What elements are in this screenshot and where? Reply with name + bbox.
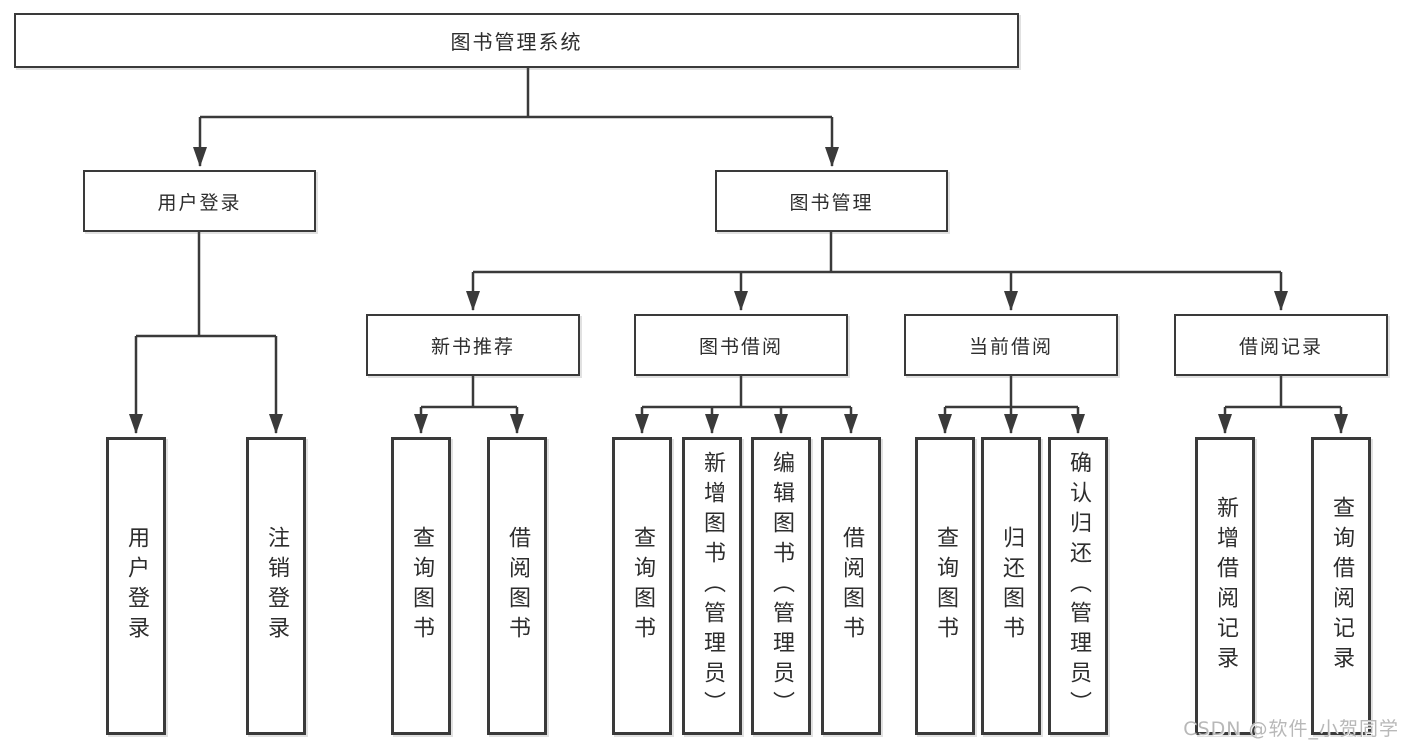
leaf-return-book: 归还图书 — [981, 437, 1041, 735]
leaf-logout: 注销登录 — [246, 437, 306, 735]
node-current-borrow: 当前借阅 — [904, 314, 1118, 376]
node-user-login: 用户登录 — [83, 170, 316, 232]
leaf-borrow-book: 借阅图书 — [821, 437, 881, 735]
leaf-user-login: 用户登录 — [106, 437, 166, 735]
leaf-confirm-return-admin: 确认归还（管理员） — [1048, 437, 1108, 735]
node-new-book-recommend: 新书推荐 — [366, 314, 580, 376]
leaf-add-borrow-record: 新增借阅记录 — [1195, 437, 1255, 735]
connector-group — [129, 68, 1348, 434]
leaf-recommend-query-book: 查询图书 — [391, 437, 451, 735]
node-book-management: 图书管理 — [715, 170, 948, 232]
node-borrow-record: 借阅记录 — [1174, 314, 1388, 376]
leaf-borrow-query-book: 查询图书 — [612, 437, 672, 735]
node-library-management-system: 图书管理系统 — [14, 13, 1019, 68]
leaf-add-book-admin: 新增图书（管理员） — [682, 437, 742, 735]
leaf-edit-book-admin: 编辑图书（管理员） — [751, 437, 811, 735]
leaf-recommend-borrow-book: 借阅图书 — [487, 437, 547, 735]
leaf-current-query-book: 查询图书 — [915, 437, 975, 735]
csdn-watermark: CSDN @软件_小贺同学 — [1183, 718, 1399, 740]
node-book-borrow: 图书借阅 — [634, 314, 848, 376]
leaf-query-borrow-record: 查询借阅记录 — [1311, 437, 1371, 735]
